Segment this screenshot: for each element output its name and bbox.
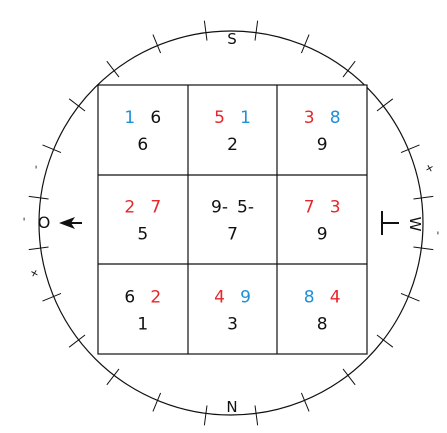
cell-water-star: 7 — [150, 198, 161, 218]
cell-base-star: 1 — [137, 314, 148, 334]
compass-tick — [300, 34, 310, 54]
compass-tick — [413, 246, 434, 251]
cell-water-star: 4 — [330, 287, 341, 307]
compass-tick — [42, 144, 62, 154]
compass-tick — [106, 368, 120, 386]
west-label: W — [406, 217, 424, 232]
compass-ticks — [28, 20, 434, 426]
cell-mountain-star: 5 — [214, 108, 225, 128]
compass-tick — [203, 20, 208, 41]
cell-mountain-star: 6 — [124, 287, 135, 307]
cell-mountain-star: 8 — [304, 287, 315, 307]
right-mark-1: + — [422, 161, 438, 175]
grid-border — [97, 84, 368, 355]
east-marker-right: W + - — [381, 161, 445, 235]
compass-tick — [376, 98, 394, 112]
compass-tick — [342, 60, 356, 78]
cell-base-star: 9 — [317, 225, 328, 245]
cell-mountain-star: 7 — [304, 198, 315, 218]
compass-tick — [152, 392, 162, 412]
cell-water-star: 5- — [237, 198, 254, 218]
cell-base-star: 7 — [227, 225, 238, 245]
compass-tick — [28, 246, 49, 251]
cell-water-star: 6 — [150, 108, 161, 128]
compass-tick — [376, 334, 394, 348]
left-mark-1: - — [29, 165, 42, 169]
cell-water-star: 2 — [150, 287, 161, 307]
cell-mountain-star: 4 — [214, 287, 225, 307]
south-label: S — [227, 30, 237, 48]
arrow-left-icon — [59, 217, 75, 229]
compass-tick — [400, 292, 420, 302]
cell-mountain-star: 3 — [304, 108, 315, 128]
compass-tick — [68, 98, 86, 112]
north-label: N — [226, 398, 237, 416]
cell-mountain-star: 2 — [124, 198, 135, 218]
compass-tick — [28, 195, 49, 200]
cell-base-star: 3 — [227, 314, 238, 334]
cell-base-star: 8 — [317, 314, 328, 334]
left-mark-3: + — [26, 266, 42, 280]
o-symbol: O — [38, 213, 51, 232]
compass-tick — [68, 334, 86, 348]
right-mark-2: - — [432, 231, 445, 235]
compass-tick — [254, 20, 259, 41]
cell-base-star: 5 — [137, 225, 148, 245]
cell-water-star: 8 — [330, 108, 341, 128]
cell-water-star: 3 — [330, 198, 341, 218]
cell-mountain-star: 1 — [124, 108, 135, 128]
compass-tick — [413, 195, 434, 200]
compass-tick — [203, 405, 208, 426]
compass-tick — [300, 392, 310, 412]
cell-water-star: 9 — [240, 287, 251, 307]
compass-tick — [254, 405, 259, 426]
west-marker-left: O - - + — [17, 165, 82, 280]
grid-cell: 9- 5- 7 — [211, 198, 254, 245]
left-mark-2: - — [17, 217, 30, 221]
cell-base-star: 6 — [137, 135, 148, 155]
compass-tick — [106, 60, 120, 78]
compass-tick — [152, 34, 162, 54]
compass-circle — [38, 30, 424, 416]
cell-base-star: 2 — [227, 135, 238, 155]
cell-mountain-star: 9- — [211, 198, 228, 218]
cell-base-star: 9 — [317, 135, 328, 155]
compass-tick — [400, 144, 420, 154]
cell-water-star: 1 — [240, 108, 251, 128]
compass-tick — [342, 368, 356, 386]
compass-tick — [42, 292, 62, 302]
